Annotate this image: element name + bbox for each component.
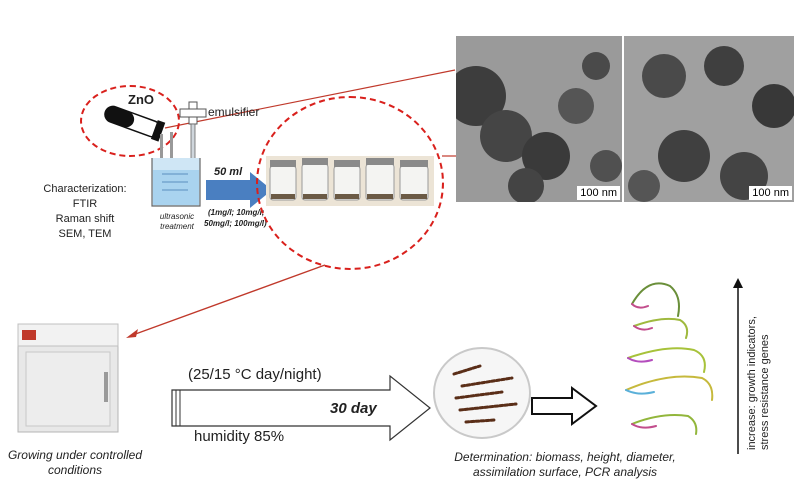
- chamber-caption-line2: conditions: [47, 463, 103, 477]
- increase-label: increase: growth indicators, stress resi…: [746, 250, 772, 450]
- chamber-caption-line1: Growing under controlled: [7, 448, 143, 462]
- concentrations-line2: 50mg/l; 100mg/l): [204, 219, 267, 228]
- determination-line1: Determination: biomass, height, diameter…: [454, 450, 676, 464]
- tem-image-right: 100 nm: [624, 36, 794, 202]
- concentrations-line1: (1mg/l; 10mg/l;: [208, 208, 265, 217]
- blue-arrow-icon: [206, 172, 272, 208]
- emulsifier-label: emulsifier: [208, 105, 260, 119]
- tem-scale-left: 100 nm: [577, 186, 620, 200]
- zno-label: ZnO: [128, 92, 154, 107]
- growth-chamber-image: [17, 323, 119, 433]
- tem-scale-right: 100 nm: [749, 186, 792, 200]
- characterization-item: FTIR: [72, 198, 98, 210]
- outline-arrow-icon: [531, 386, 598, 426]
- increase-arrow-icon: [733, 278, 743, 454]
- characterization-item: Raman shift: [55, 213, 115, 225]
- conditions-humidity: humidity 85%: [194, 428, 285, 445]
- sample-jars-image: [266, 156, 434, 206]
- arrow-volume-label: 50 ml: [214, 166, 243, 178]
- increase-label-line2: stress resistance genes: [759, 334, 771, 450]
- tem-image-left: 100 nm: [456, 36, 622, 202]
- conditions-days: 30 day: [330, 400, 377, 417]
- characterization-item: SEM, TEM: [58, 228, 112, 240]
- characterization-heading: Characterization:: [43, 183, 127, 195]
- ultrasonic-beaker-icon: [151, 132, 201, 207]
- petri-dish-image: [433, 347, 531, 439]
- jars-circle: [256, 96, 444, 270]
- determination-line2: assimilation surface, PCR analysis: [472, 465, 658, 479]
- zno-circle: [80, 85, 180, 157]
- characterization-list: Characterization: FTIR Raman shift SEM, …: [30, 182, 140, 242]
- conditions-arrow-icon: [171, 374, 431, 442]
- increase-label-line1: increase: growth indicators,: [746, 316, 758, 450]
- conditions-temp: (25/15 °C day/night): [188, 366, 322, 383]
- plant-specimens-image: [625, 282, 714, 435]
- zno-vial-icon: [104, 105, 166, 142]
- beaker-label: ultrasonic treatment: [159, 212, 195, 231]
